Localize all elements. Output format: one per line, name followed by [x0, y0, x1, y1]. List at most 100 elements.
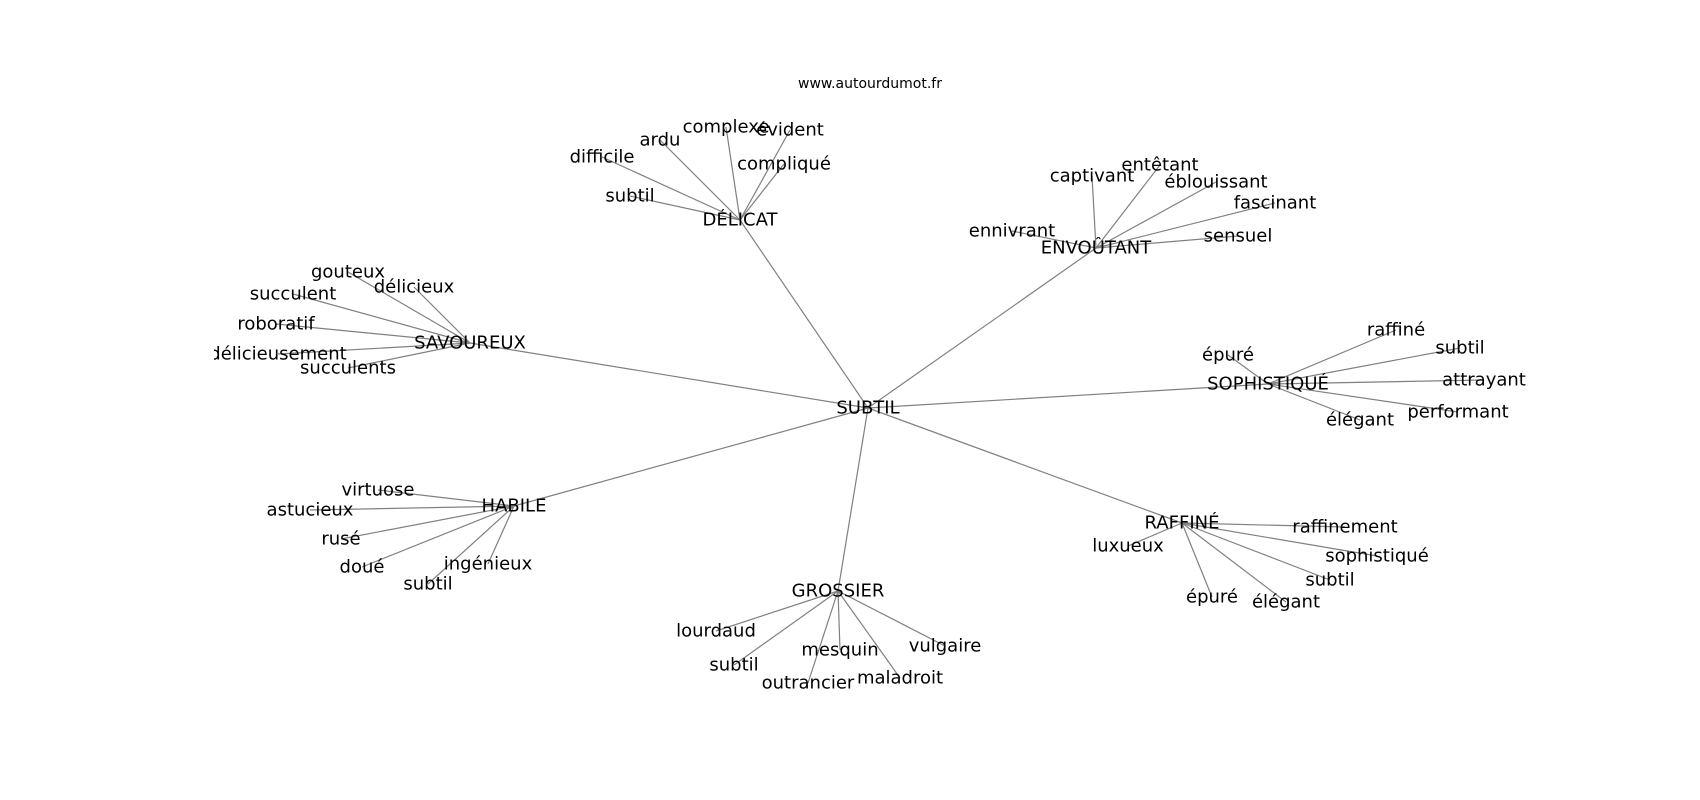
- edge-savoureux-leaf: [292, 293, 471, 344]
- leaf-node-label: doué: [340, 557, 385, 578]
- edge-delicat-leaf: [629, 195, 741, 221]
- edge-grossier-leaf: [715, 590, 839, 632]
- leaf-node-label: captivant: [1050, 166, 1135, 187]
- edges-layer: [275, 126, 1485, 684]
- group-node-envoutant: ENVOÛTANT: [1041, 237, 1153, 259]
- edge-habile-leaf: [361, 505, 515, 568]
- group-node-sophistique: SOPHISTIQUÉ: [1207, 373, 1329, 395]
- group-node-savoureux: SAVOUREUX: [414, 333, 526, 354]
- edge-habile-leaf: [377, 489, 515, 507]
- group-node-grossier: GROSSIER: [792, 581, 885, 602]
- edge-savoureux-leaf: [277, 342, 471, 355]
- edge-savoureux-leaf: [275, 323, 471, 344]
- leaf-node-label: outrancier: [762, 673, 855, 694]
- edge-savoureux-leaf: [347, 271, 471, 344]
- leaf-node-label: subtil: [709, 655, 758, 676]
- edge-envoutant-leaf: [1091, 175, 1097, 249]
- leaf-node-label: luxueux: [1092, 536, 1164, 557]
- leaf-node-label: délicieusement: [209, 344, 346, 365]
- leaf-node-label: délicieux: [374, 277, 455, 298]
- edge-delicat-leaf: [725, 126, 741, 221]
- edge-center-envoutant: [867, 247, 1097, 409]
- leaf-node-label: virtuose: [342, 480, 415, 501]
- leaf-node-label: épuré: [1186, 587, 1238, 608]
- leaf-node-label: subtil: [1305, 570, 1354, 591]
- leaf-node-label: maladroit: [857, 668, 943, 689]
- edge-grossier-leaf: [733, 590, 839, 666]
- edge-envoutant-leaf: [1095, 202, 1276, 249]
- leaf-node-label: succulents: [300, 358, 396, 379]
- leaf-node-label: évident: [756, 120, 824, 141]
- leaf-node-label: sophistiqué: [1325, 546, 1429, 567]
- center-node-label: SUBTIL: [836, 398, 899, 419]
- leaf-node-label: ardu: [640, 130, 681, 151]
- edge-envoutant-leaf: [1095, 181, 1217, 249]
- leaf-node-label: raffinement: [1292, 517, 1397, 538]
- leaf-node-label: succulent: [250, 284, 337, 305]
- edge-raffine-leaf: [1181, 522, 1213, 598]
- leaf-node-label: rusé: [321, 529, 360, 550]
- leaf-node-label: ingénieux: [444, 554, 533, 575]
- edge-center-savoureux: [469, 342, 869, 409]
- edge-sophistique-leaf: [1267, 379, 1485, 385]
- group-node-habile: HABILE: [482, 496, 547, 517]
- edge-savoureux-leaf: [413, 286, 471, 344]
- edge-center-grossier: [837, 407, 869, 592]
- leaf-node-label: vulgaire: [909, 636, 982, 657]
- edge-habile-leaf: [427, 505, 515, 585]
- edge-grossier-leaf: [837, 590, 946, 647]
- edge-habile-leaf: [487, 505, 515, 565]
- leaf-node-label: compliqué: [737, 154, 831, 175]
- edge-delicat-leaf: [739, 163, 785, 221]
- group-node-delicat: DÉLICAT: [702, 209, 778, 231]
- edge-raffine-leaf: [1181, 522, 1331, 581]
- leaf-node-label: lourdaud: [676, 621, 756, 642]
- edge-grossier-leaf: [837, 590, 901, 679]
- edge-sophistique-leaf: [1267, 383, 1361, 421]
- edge-envoutant-leaf: [1095, 235, 1239, 249]
- leaf-node-label: astucieux: [267, 500, 354, 521]
- leaf-node-label: subtil: [403, 574, 452, 595]
- edge-raffine-leaf: [1181, 522, 1378, 557]
- edge-habile-leaf: [309, 505, 515, 511]
- leaf-node-label: mesquin: [801, 640, 878, 661]
- leaf-node-label: fascinant: [1234, 193, 1317, 214]
- group-node-raffine: RAFFINÉ: [1145, 512, 1220, 534]
- leaf-node-label: complexe: [683, 117, 770, 138]
- edge-envoutant-leaf: [1011, 230, 1097, 249]
- edge-savoureux-leaf: [347, 342, 471, 369]
- edge-center-sophistique: [867, 383, 1269, 409]
- leaf-node-label: élégant: [1326, 410, 1394, 431]
- edge-delicat-leaf: [739, 129, 791, 221]
- leaf-node-label: épuré: [1202, 345, 1254, 366]
- leaf-node-label: subtil: [605, 186, 654, 207]
- leaf-node-label: gouteux: [311, 262, 385, 283]
- edge-sophistique-leaf: [1267, 329, 1397, 385]
- edge-center-delicat: [739, 219, 869, 409]
- edge-habile-leaf: [340, 505, 515, 540]
- edge-raffine-leaf: [1181, 522, 1287, 603]
- labels-layer: SUBTIL DÉLICAT subtil difficilearducomplexe…: [209, 117, 1526, 694]
- leaf-node-label: roboratif: [237, 314, 315, 335]
- edge-center-habile: [513, 407, 869, 507]
- leaf-node-label: subtil: [1435, 338, 1484, 359]
- edge-raffine-leaf: [1181, 522, 1346, 528]
- edge-delicat-leaf: [601, 156, 741, 221]
- leaf-node-label: difficile: [570, 147, 635, 168]
- leaf-node-label: entêtant: [1121, 155, 1198, 176]
- leaf-node-label: raffiné: [1367, 320, 1425, 341]
- edge-sophistique-leaf: [1227, 354, 1269, 385]
- edge-grossier-leaf: [837, 590, 841, 651]
- leaf-node-label: performant: [1407, 402, 1508, 423]
- edge-raffine-leaf: [1127, 522, 1183, 547]
- leaf-node-label: sensuel: [1204, 226, 1273, 247]
- leaf-node-label: ennivrant: [969, 221, 1055, 242]
- edge-delicat-leaf: [659, 139, 741, 221]
- leaf-node-label: attrayant: [1442, 370, 1526, 391]
- edge-center-raffine: [867, 407, 1183, 524]
- edge-grossier-leaf: [807, 590, 839, 684]
- source-watermark: www.autourdumot.fr: [798, 76, 942, 92]
- edge-sophistique-leaf: [1267, 347, 1461, 385]
- edge-sophistique-leaf: [1267, 383, 1459, 413]
